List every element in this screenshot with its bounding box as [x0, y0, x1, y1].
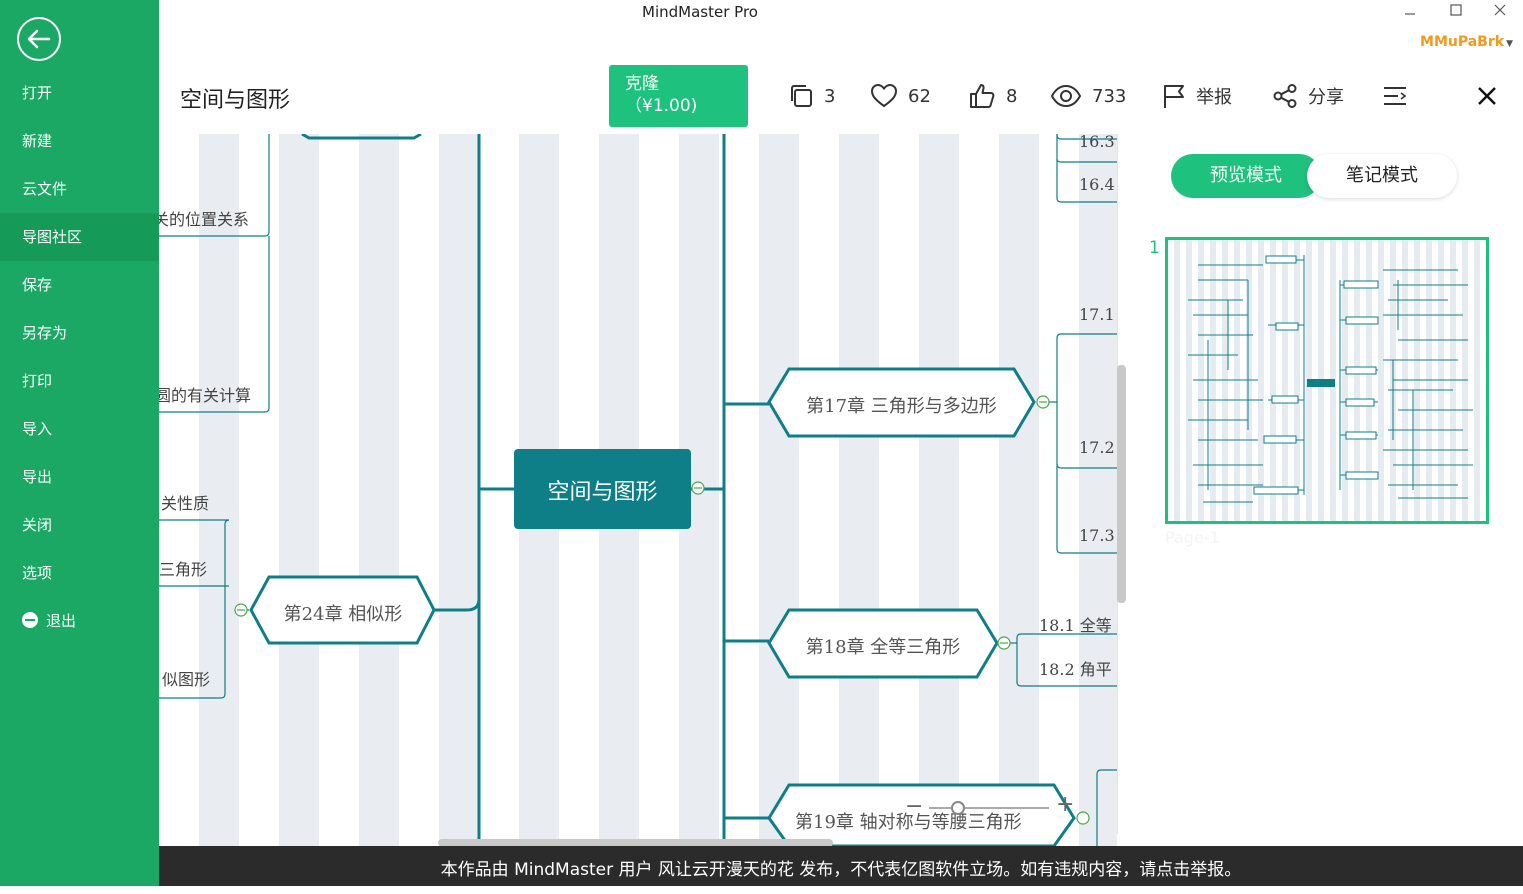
page-thumbnail[interactable]: [1165, 237, 1489, 524]
page-label: Page-1: [1165, 528, 1220, 547]
footer-notice[interactable]: 本作品由 MindMaster 用户 风让云开漫天的花 发布，不代表亿图软件立场…: [159, 846, 1523, 886]
share-label: 分享: [1308, 87, 1344, 108]
clone-label: 克隆: [625, 74, 659, 94]
close-icon: [1478, 87, 1496, 105]
flag-icon: [1164, 85, 1184, 108]
report-label: 举报: [1196, 87, 1232, 108]
share-button[interactable]: 分享: [1272, 82, 1344, 110]
menu-options[interactable]: 选项: [22, 564, 53, 582]
preview-mode-button[interactable]: 预览模式: [1171, 154, 1321, 198]
thumbnail-minimap: [1188, 255, 1473, 503]
menu-export[interactable]: 导出: [22, 468, 53, 486]
zoom-in-icon[interactable]: +: [1056, 792, 1075, 817]
menu-exit[interactable]: 退出: [0, 597, 159, 645]
preview-panel: 预览模式 笔记模式 1 Page-1: [1127, 134, 1523, 846]
views-stat: 733: [1050, 82, 1126, 110]
subtopic-17-2[interactable]: 17.2: [1079, 438, 1115, 457]
subtopic-17-3[interactable]: 17.3: [1079, 526, 1115, 545]
subtopic-17-1[interactable]: 17.1: [1079, 305, 1115, 324]
likes-count: 62: [908, 85, 931, 107]
thumbs-count: 8: [1006, 85, 1018, 107]
topic-ch18[interactable]: 第18章 全等三角形: [805, 637, 961, 658]
zoom-control: − +: [901, 792, 1081, 822]
window-close-icon[interactable]: [1492, 2, 1508, 22]
pages-count: 3: [824, 85, 836, 107]
app-title: MindMaster Pro: [642, 3, 758, 21]
mindmap-canvas[interactable]: 空间与图形 第24章 相似形 第17章 三角形与多边形 第18章 全等三角形 第…: [159, 134, 1117, 846]
subtopic-16-4[interactable]: 16.4: [1079, 175, 1115, 194]
clone-button[interactable]: 克隆 （¥1.00): [609, 65, 748, 127]
menu-save-as[interactable]: 另存为: [22, 324, 68, 342]
pages-stat: 3: [788, 82, 835, 110]
close-button[interactable]: [1476, 82, 1498, 110]
menu-print[interactable]: 打印: [22, 372, 53, 390]
subtopic-left-4[interactable]: 三角形: [159, 560, 208, 579]
topic-ch24[interactable]: 第24章 相似形: [283, 604, 403, 625]
list-menu-icon: [1384, 87, 1407, 105]
heart-icon: [870, 83, 898, 108]
center-topic[interactable]: 空间与图形: [547, 480, 658, 505]
page-number: 1: [1149, 238, 1160, 258]
subtopic-18-1[interactable]: 18.1 全等: [1039, 616, 1112, 635]
vertical-scroll-thumb[interactable]: [1117, 365, 1126, 603]
zoom-slider[interactable]: [929, 807, 1049, 809]
menu-save[interactable]: 保存: [22, 276, 53, 294]
clone-price: （¥1.00): [625, 96, 698, 116]
minimize-icon[interactable]: [1402, 2, 1418, 22]
subtopic-16-3[interactable]: 16.3: [1079, 134, 1115, 151]
views-count: 733: [1092, 85, 1127, 107]
zoom-slider-handle[interactable]: [951, 801, 965, 815]
user-name: MMuPaBrk: [1420, 34, 1505, 50]
menu-open[interactable]: 打开: [22, 84, 53, 102]
copy-icon: [791, 85, 812, 107]
document-header: 空间与图形 克隆 （¥1.00) 3 62 8 733 举报 分享: [159, 58, 1523, 134]
subtopic-18-2[interactable]: 18.2 角平: [1039, 660, 1112, 679]
exit-icon: [22, 612, 38, 628]
chevron-down-icon: ▼: [1506, 39, 1513, 49]
mindmap-diagram: [159, 134, 1117, 846]
menu-close[interactable]: 关闭: [22, 516, 53, 534]
eye-icon: [1050, 84, 1082, 108]
topic-ch19[interactable]: 第19章 轴对称与等腰三角形: [795, 812, 1022, 833]
outline-button[interactable]: [1382, 82, 1408, 110]
report-button[interactable]: 举报: [1162, 82, 1232, 110]
thumbs-up-icon: [970, 84, 995, 108]
footer-text: 本作品由 MindMaster 用户 风让云开漫天的花 发布，不代表亿图软件立场…: [440, 860, 1242, 880]
user-menu[interactable]: MMuPaBrk▼: [1420, 34, 1513, 50]
menu-cloud-files[interactable]: 云文件: [22, 180, 68, 198]
menu-community[interactable]: 导图社区: [0, 213, 159, 261]
maximize-icon[interactable]: [1448, 2, 1464, 22]
menu-import[interactable]: 导入: [22, 420, 53, 438]
thumbs-up-button[interactable]: 8: [968, 82, 1017, 110]
back-arrow-icon[interactable]: [17, 17, 61, 61]
subtopic-left-3[interactable]: 关性质: [161, 494, 210, 513]
page-title: 空间与图形: [180, 88, 291, 113]
subtopic-left-2[interactable]: 圆的有关计算: [159, 386, 252, 405]
subtopic-left-5[interactable]: 似图形: [162, 670, 211, 689]
share-icon: [1273, 84, 1297, 108]
topic-ch17[interactable]: 第17章 三角形与多边形: [806, 396, 997, 417]
file-sidebar: 打开 新建 云文件 导图社区 保存 另存为 打印 导入 导出 关闭 选项 退出: [0, 0, 159, 886]
window-titlebar: MindMaster Pro MMuPaBrk▼: [159, 0, 1523, 58]
note-mode-button[interactable]: 笔记模式: [1307, 154, 1457, 198]
zoom-out-icon[interactable]: −: [905, 794, 924, 819]
horizontal-scroll-thumb[interactable]: [438, 839, 833, 847]
menu-exit-label: 退出: [46, 612, 77, 630]
subtopic-left-1[interactable]: 关的位置关系: [159, 210, 250, 229]
menu-new[interactable]: 新建: [22, 132, 53, 150]
like-button[interactable]: 62: [870, 82, 931, 110]
